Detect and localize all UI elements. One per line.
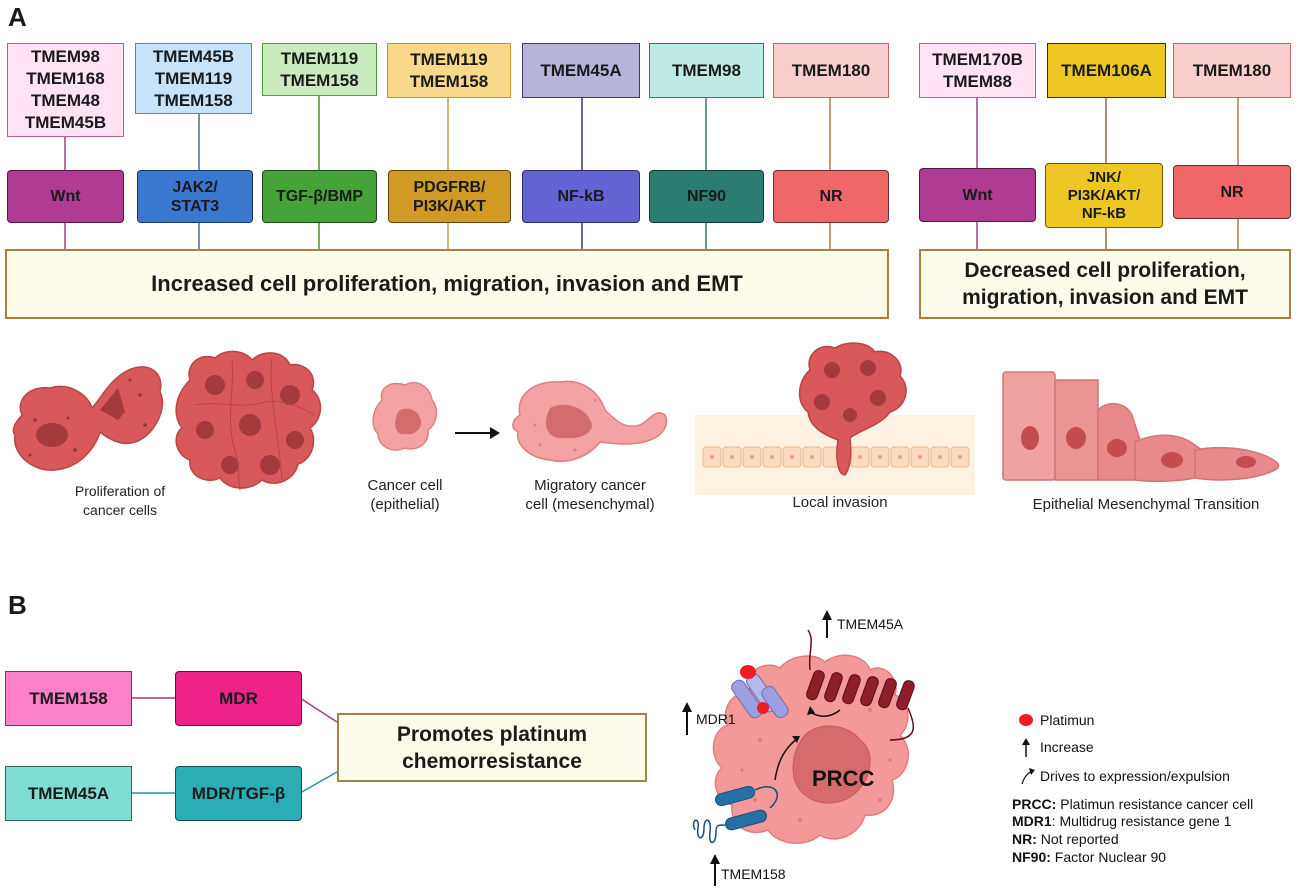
caption-migratory-cell: Migratory cancer cell (mesenchymal) (525, 477, 655, 513)
legend-abbr-mdr1: MDR1: Multidrug resistance gene 1 (1012, 813, 1232, 829)
cell-illustrations (12, 342, 1280, 495)
tmem45a-receptor-icon (806, 670, 915, 711)
local-invasion-icon (695, 342, 975, 495)
gene-box-dec-1: TMEM170B TMEM88 (919, 43, 1036, 98)
gene-box-tmem158: TMEM158 (5, 671, 132, 726)
gene-box-group-3: TMEM119 TMEM158 (262, 43, 377, 96)
panel-a-label: A (8, 2, 27, 32)
transition-arrow-icon (455, 427, 500, 439)
pathway-box-tgf-bmp: TGF-β/BMP (262, 170, 377, 223)
mechanism-box-mdr: MDR (175, 671, 302, 726)
gene-box-group-5: TMEM45A (522, 43, 640, 98)
legend-abbr-prcc: PRCC: Platimun resistance cancer cell (1012, 796, 1254, 812)
legend-platinum: Platimun (1040, 712, 1095, 728)
panel-a-connectors (64, 96, 1239, 249)
pathway-box-nr: NR (773, 170, 889, 223)
label-mdr1: MDR1 (696, 711, 736, 727)
legend-icons (1019, 714, 1035, 785)
panel-b-connectors (132, 697, 338, 794)
gene-box-group-6: TMEM98 (649, 43, 764, 98)
pathway-box-dec-nr: NR (1173, 165, 1291, 219)
gene-box-dec-2: TMEM106A (1047, 43, 1166, 98)
platinum-legend-icon (1019, 714, 1033, 726)
pathway-box-jak2-stat3: JAK2/ STAT3 (137, 170, 253, 223)
panel-b-label: B (8, 590, 27, 620)
tumor-cluster-icon (175, 350, 322, 491)
caption-local-invasion: Local invasion (792, 494, 888, 511)
label-tmem158: TMEM158 (721, 866, 786, 882)
mdr1-transporter-icon (731, 665, 789, 719)
dividing-cell-icon (12, 366, 164, 471)
gene-box-group-7: TMEM180 (773, 43, 889, 98)
pathway-box-nf-kb: NF-kB (522, 170, 640, 223)
pathway-box-nf90: NF90 (649, 170, 764, 223)
drives-legend-icon (1021, 768, 1035, 785)
label-tmem45a: TMEM45A (837, 616, 904, 632)
legend-abbr-nr: NR: Not reported (1012, 831, 1119, 847)
gene-box-dec-3: TMEM180 (1173, 43, 1291, 98)
gene-box-group-2: TMEM45B TMEM119 TMEM158 (135, 43, 252, 114)
pathway-box-dec-jnk: JNK/ PI3K/AKT/ NF-kB (1045, 163, 1163, 228)
caption-proliferation: Proliferation of cancer cells (74, 483, 166, 518)
gene-box-tmem45a: TMEM45A (5, 766, 132, 821)
gene-box-group-1: TMEM98 TMEM168 TMEM48 TMEM45B (7, 43, 124, 137)
migratory-cancer-cell-icon (512, 380, 668, 462)
increased-outcome-box: Increased cell proliferation, migration,… (5, 249, 889, 319)
caption-cancer-cell: Cancer cell (epithelial) (367, 477, 443, 513)
legend-drives: Drives to expression/expulsion (1040, 768, 1230, 784)
gene-box-group-4: TMEM119 TMEM158 (387, 43, 511, 98)
prcc-cell-illustration (682, 610, 915, 886)
platinum-outcome-box: Promotes platinum chemorresistance (337, 713, 647, 782)
label-prcc: PRCC (812, 766, 875, 791)
legend-increase: Increase (1040, 739, 1094, 755)
pathway-box-pdgfrb: PDGFRB/ PI3K/AKT (388, 170, 511, 223)
legend-abbr-nf90: NF90: Factor Nuclear 90 (1012, 849, 1167, 865)
caption-emt: Epithelial Mesenchymal Transition (1032, 496, 1260, 513)
epithelial-cancer-cell-icon (372, 381, 438, 451)
decreased-outcome-box: Decreased cell proliferation, migration,… (919, 249, 1291, 319)
tmem158-receptor-icon (714, 785, 767, 831)
pathway-box-dec-wnt: Wnt (919, 168, 1036, 222)
mechanism-box-mdr-tgf: MDR/TGF-β (175, 766, 302, 821)
emt-icon (1002, 371, 1280, 483)
pathway-box-wnt: Wnt (7, 170, 124, 223)
increase-legend-icon (1022, 738, 1030, 757)
